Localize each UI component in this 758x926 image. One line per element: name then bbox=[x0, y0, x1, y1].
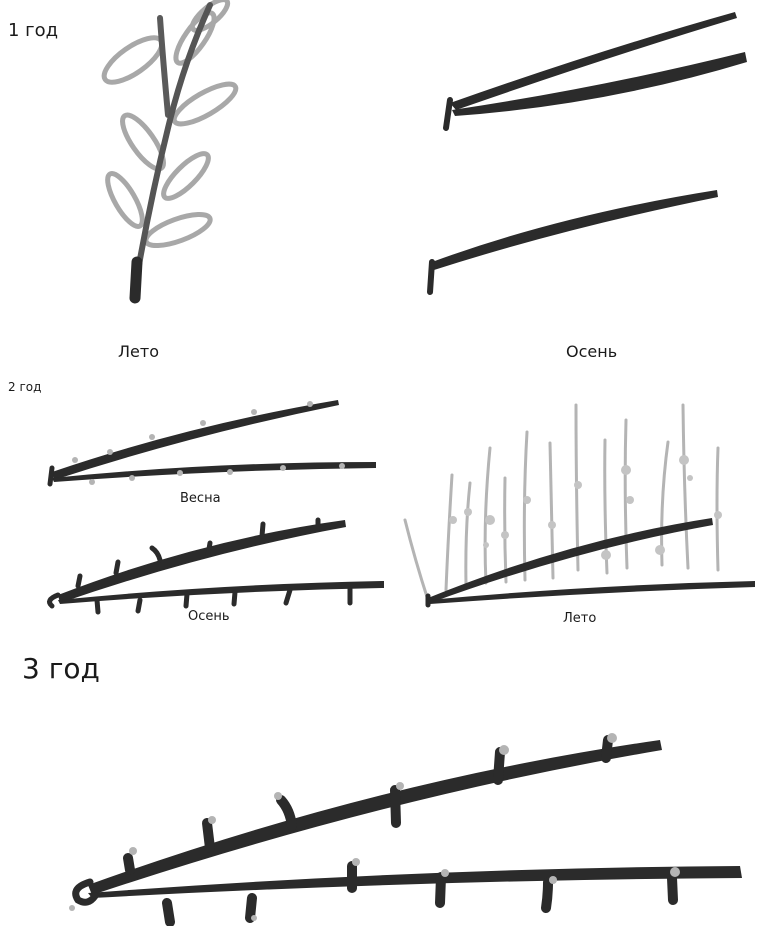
new-shoots bbox=[405, 405, 718, 600]
year1-autumn-canes bbox=[430, 12, 747, 292]
year2-autumn-canes bbox=[50, 520, 384, 612]
side-branch bbox=[160, 18, 168, 115]
leaf bbox=[98, 30, 169, 90]
cane-base bbox=[446, 100, 450, 128]
leaf bbox=[158, 148, 215, 205]
year1-summer-shoot bbox=[98, 0, 241, 298]
year2-summer-caption: Лето bbox=[563, 611, 596, 626]
leaf bbox=[101, 169, 148, 231]
year2-label: 2 год bbox=[8, 380, 41, 394]
shoot-clusters bbox=[449, 455, 722, 560]
fruiting-spurs bbox=[128, 740, 673, 922]
cane bbox=[88, 866, 742, 898]
stem-base bbox=[135, 262, 137, 298]
year3-canes bbox=[69, 733, 742, 922]
year2-summer-canes bbox=[405, 405, 755, 605]
year1-summer-caption: Лето bbox=[118, 342, 159, 361]
year3-label: 3 год bbox=[22, 652, 100, 685]
cane-base bbox=[50, 595, 58, 606]
year2-spring-caption: Весна bbox=[180, 491, 221, 506]
year2-spring-canes bbox=[50, 400, 376, 485]
cane-base bbox=[430, 262, 432, 292]
year1-autumn-caption: Осень bbox=[566, 342, 617, 361]
year1-label: 1 год bbox=[8, 20, 58, 41]
cane bbox=[452, 52, 747, 116]
cane bbox=[432, 190, 718, 270]
leaf bbox=[142, 208, 213, 252]
year2-autumn-caption: Осень bbox=[188, 609, 230, 624]
cane-base bbox=[50, 468, 52, 484]
